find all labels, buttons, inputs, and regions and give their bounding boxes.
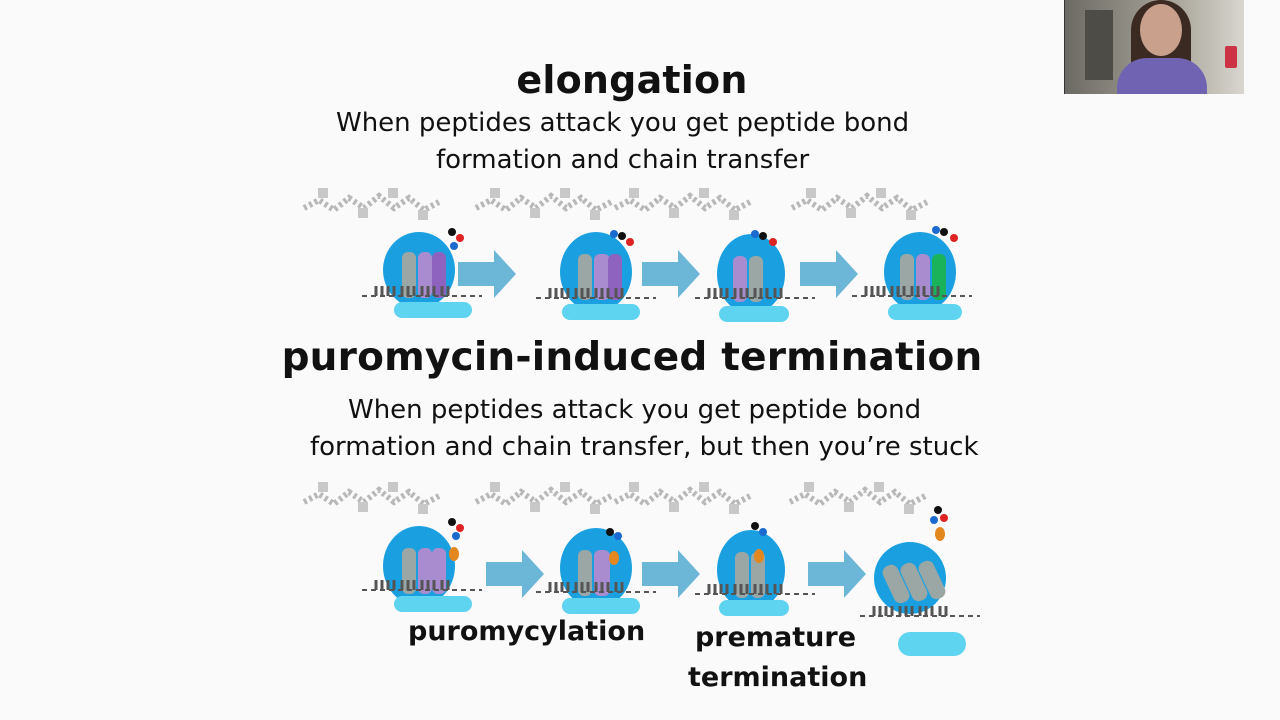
arrow-6 — [808, 550, 866, 598]
puromycin-title: puromycin-induced termination — [281, 335, 983, 380]
ribosome-step-3 — [615, 188, 817, 322]
puromycin-description-line2: formation and chain transfer, but then y… — [310, 432, 979, 462]
elongation-description-line2: formation and chain transfer — [436, 145, 810, 175]
presenter-shirt — [1117, 58, 1207, 94]
puromycylation-label: puromycylation — [408, 616, 646, 647]
ribosome-step-2 — [476, 188, 658, 320]
elongation-title: elongation — [516, 58, 748, 102]
puromycin-diagram — [290, 476, 982, 656]
premature-termination-label: premature termination — [688, 618, 868, 698]
premature-label-line1: premature — [694, 622, 857, 653]
arrow-3 — [800, 250, 858, 298]
puromycin-step-4 — [790, 482, 982, 656]
ribosome-step-1 — [304, 188, 484, 318]
puromycin-step-2 — [476, 482, 658, 614]
premature-label-line2: termination — [688, 662, 868, 693]
ribosome-step-4 — [792, 188, 974, 320]
background-shelf — [1085, 10, 1113, 80]
elongation-diagram — [290, 180, 974, 322]
arrow-5 — [642, 550, 700, 598]
puromycin-step-3 — [615, 482, 817, 616]
elongation-description-line1: When peptides attack you get peptide bon… — [336, 108, 910, 138]
puromycin-description-line1: When peptides attack you get peptide bon… — [348, 395, 922, 425]
presenter-face — [1140, 4, 1182, 56]
arrow-4 — [486, 550, 544, 598]
video-feed-icon[interactable] — [1064, 0, 1244, 94]
puromycin-step-1 — [304, 482, 484, 612]
arrow-1 — [458, 250, 516, 298]
background-object — [1225, 46, 1237, 68]
arrow-2 — [642, 250, 700, 298]
